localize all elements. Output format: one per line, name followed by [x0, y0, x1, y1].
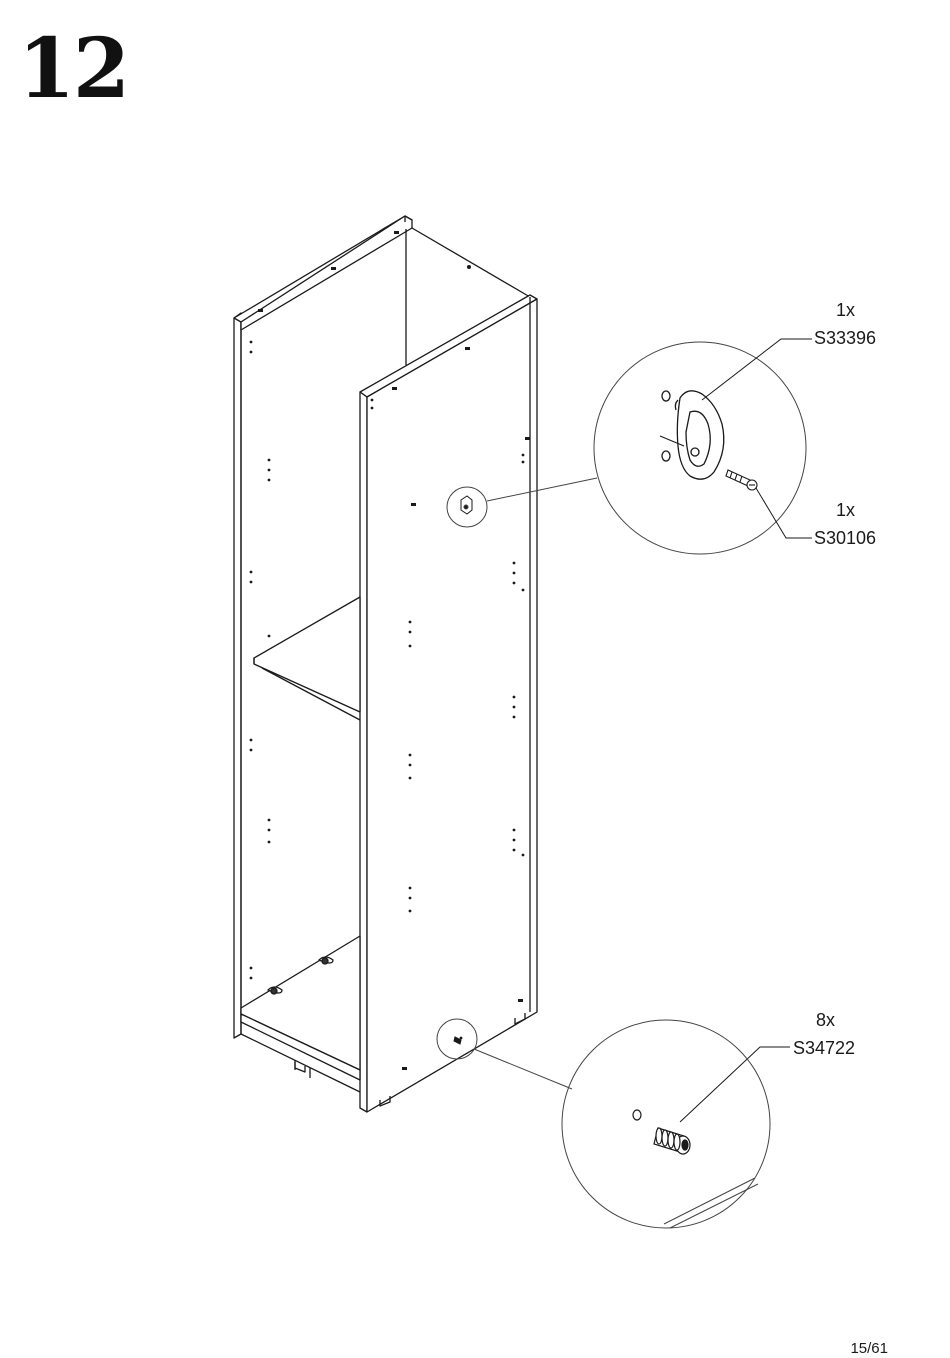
rail-holder-icon	[662, 391, 724, 479]
dowel-icon	[633, 1110, 690, 1154]
callout-dowel	[437, 1019, 770, 1228]
cabinet-shelf	[254, 597, 360, 720]
cabinet-bottom-panel	[241, 936, 360, 1092]
screw-icon	[726, 470, 757, 490]
cabinet-right-panel	[360, 295, 537, 1112]
